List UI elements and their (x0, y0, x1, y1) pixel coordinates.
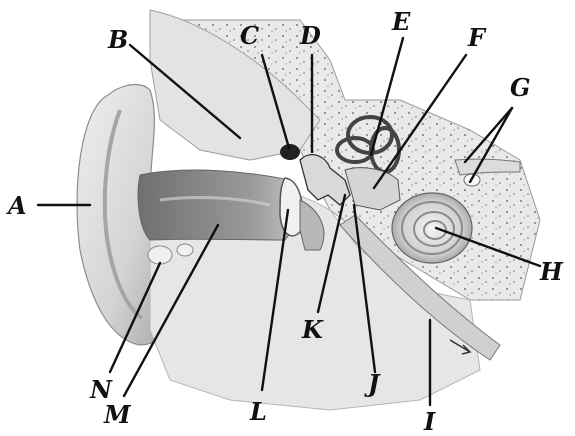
label-g: G (510, 73, 531, 102)
label-d: D (299, 21, 321, 50)
cochlea (392, 193, 472, 263)
label-m: M (103, 400, 132, 429)
label-f: F (467, 23, 487, 52)
label-h: H (539, 257, 564, 286)
label-l: L (249, 397, 267, 426)
label-k: K (301, 315, 324, 344)
ear-canal (138, 170, 300, 240)
label-b: B (107, 25, 128, 54)
eardrum (280, 178, 302, 236)
label-c: C (240, 21, 259, 50)
label-i: I (423, 407, 436, 436)
oval-window-bone (280, 144, 300, 160)
label-n: N (89, 375, 113, 404)
label-a: A (6, 191, 27, 220)
label-e: E (391, 7, 411, 36)
